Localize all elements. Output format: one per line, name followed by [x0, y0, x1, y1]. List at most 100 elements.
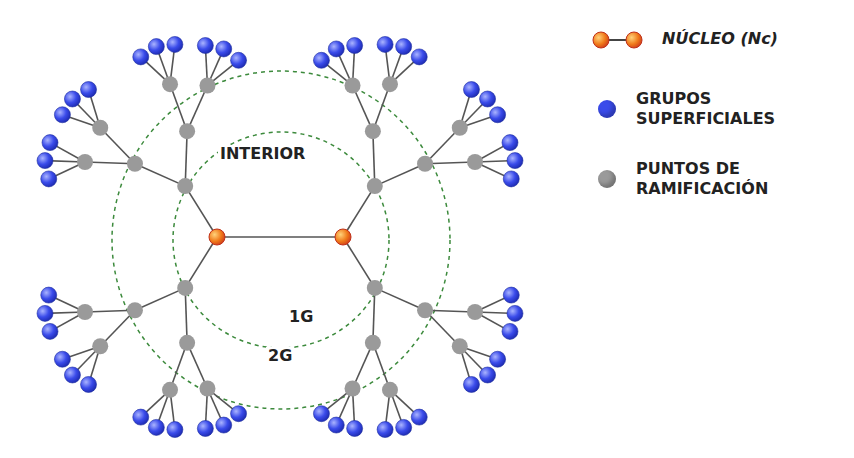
surface-group	[463, 82, 479, 98]
branch-point	[92, 120, 108, 136]
surface-group	[507, 305, 523, 321]
surface-group	[54, 107, 70, 123]
branch-bond	[185, 186, 217, 237]
surface-group	[502, 323, 518, 339]
surface-group	[377, 422, 393, 438]
surface-group	[133, 49, 149, 65]
branch-point	[382, 382, 398, 398]
surface-group	[503, 287, 519, 303]
surface-group	[328, 41, 344, 57]
branch-point	[127, 156, 143, 172]
surface-group	[197, 38, 213, 54]
dendrimer-branches	[37, 36, 523, 437]
surface-group	[41, 287, 57, 303]
branch-point	[452, 120, 468, 136]
generation-2-boundary	[112, 71, 450, 409]
branch-point	[382, 76, 398, 92]
branch-point	[467, 154, 483, 170]
surface-group	[231, 52, 247, 68]
branch-point	[77, 304, 93, 320]
surface-group	[231, 406, 247, 422]
surface-group	[37, 305, 53, 321]
branch-bond	[375, 288, 425, 310]
surface-group	[81, 376, 97, 392]
branch-bond	[373, 131, 375, 186]
surface-group	[41, 171, 57, 187]
branch-point	[199, 381, 215, 397]
legend-text: GRUPOS SUPERFICIALES	[636, 89, 786, 129]
branch-bond	[135, 288, 185, 310]
branch-point	[177, 280, 193, 296]
surface-group	[313, 406, 329, 422]
core-atom	[335, 229, 351, 245]
branch-bond	[373, 288, 375, 343]
surface-group	[480, 91, 496, 107]
surface-group	[377, 36, 393, 52]
branch-bond	[343, 237, 375, 288]
generation-label: 1G	[287, 308, 315, 326]
surface-group	[64, 367, 80, 383]
surface-group	[64, 91, 80, 107]
surface-group	[490, 107, 506, 123]
core-legend-icon	[593, 32, 642, 48]
branch-point	[345, 381, 361, 397]
surface-group	[347, 420, 363, 436]
branch-point	[177, 178, 193, 194]
surface-group	[167, 36, 183, 52]
surface-group	[411, 409, 427, 425]
surface-group	[37, 153, 53, 169]
branch-bond	[343, 186, 375, 237]
branch-point	[179, 335, 195, 351]
branch-point	[127, 302, 143, 318]
region-label: INTERIOR	[218, 145, 307, 163]
legend-text: NÚCLEO (Nc)	[662, 29, 812, 49]
surface-group	[490, 351, 506, 367]
branch-point	[367, 280, 383, 296]
branch-bond	[185, 237, 217, 288]
branch-bond	[185, 131, 187, 186]
surface-group	[480, 367, 496, 383]
branch-bond	[217, 236, 343, 238]
surface-group	[133, 409, 149, 425]
surface-group	[411, 49, 427, 65]
legend-text: PUNTOS DE RAMIFICACIÓN	[636, 159, 786, 199]
surface-group	[148, 419, 164, 435]
branch-bond	[135, 164, 185, 186]
branch-point	[417, 302, 433, 318]
surface-group	[148, 39, 164, 55]
surface-group	[81, 82, 97, 98]
surface-group	[328, 417, 344, 433]
surface-group	[42, 135, 58, 151]
surface-group	[503, 171, 519, 187]
branch-point	[452, 338, 468, 354]
surface-group	[54, 351, 70, 367]
generation-label: 2G	[266, 347, 294, 365]
branch-point	[92, 338, 108, 354]
branch-point	[365, 335, 381, 351]
surface-group	[347, 38, 363, 54]
branch-point	[162, 382, 178, 398]
branch-bond	[375, 164, 425, 186]
surface-group	[463, 376, 479, 392]
surface-group	[313, 52, 329, 68]
legend-swatch	[598, 100, 616, 118]
surface-group	[396, 419, 412, 435]
branch-point	[162, 76, 178, 92]
surface-group	[216, 41, 232, 57]
branch-point	[199, 77, 215, 93]
branch-point	[77, 154, 93, 170]
branch-point	[467, 304, 483, 320]
core-atom	[209, 229, 225, 245]
legend-swatch	[598, 170, 616, 188]
branch-point	[367, 178, 383, 194]
surface-group	[502, 135, 518, 151]
branch-point	[417, 156, 433, 172]
surface-group	[167, 422, 183, 438]
branch-bond	[185, 288, 187, 343]
generation-1-boundary	[173, 132, 389, 348]
branch-point	[345, 77, 361, 93]
surface-group	[507, 153, 523, 169]
surface-group	[396, 39, 412, 55]
surface-group	[197, 420, 213, 436]
